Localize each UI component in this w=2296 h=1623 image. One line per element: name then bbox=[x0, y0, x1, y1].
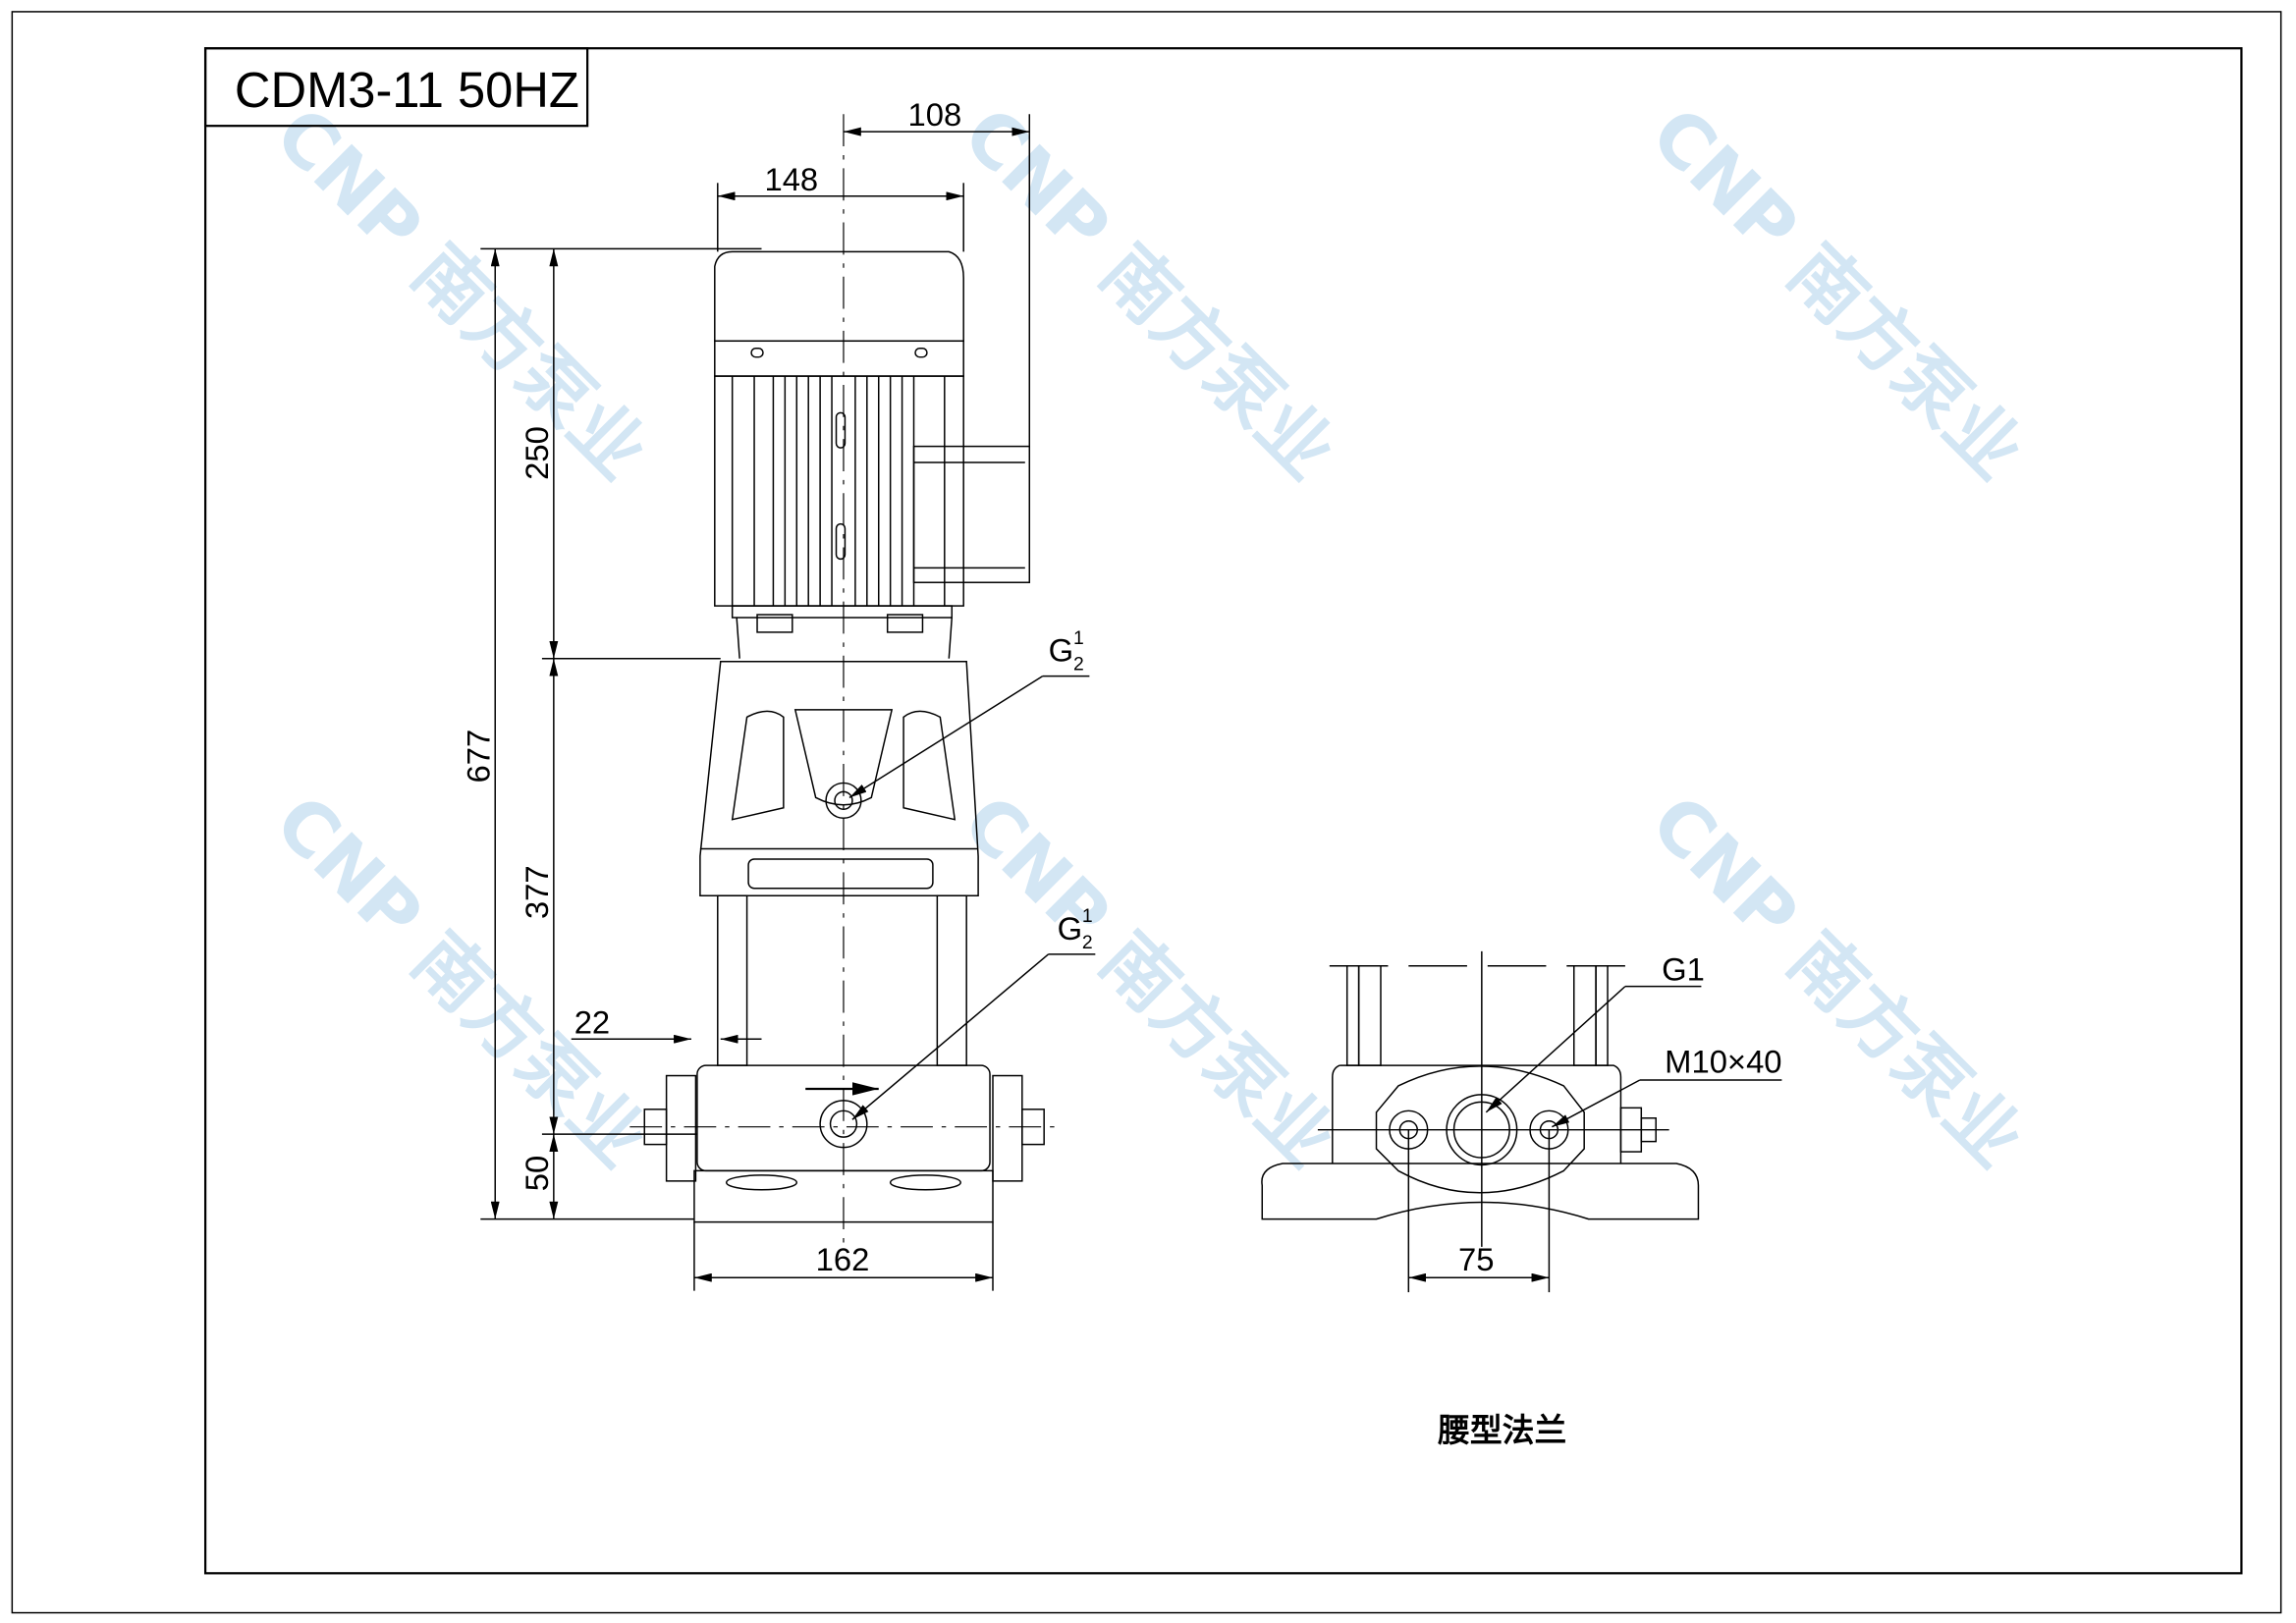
dim-377: 377 bbox=[519, 865, 555, 919]
watermark: CNP 南方泵业 bbox=[947, 91, 1351, 496]
svg-text:1: 1 bbox=[1082, 905, 1093, 927]
svg-text:2: 2 bbox=[1082, 932, 1093, 953]
svg-text:1: 1 bbox=[1073, 627, 1084, 649]
dim-50: 50 bbox=[519, 1156, 555, 1191]
flange-caption: 腰型法兰 bbox=[1438, 1412, 1566, 1449]
flange-side-view bbox=[1261, 950, 1700, 1247]
dim-148: 148 bbox=[764, 161, 818, 197]
watermark: CNP 南方泵业 bbox=[947, 779, 1351, 1183]
dim-22: 22 bbox=[574, 1003, 610, 1040]
flange-dimensions: 75 G1 M10×40 腰型法兰 bbox=[1407, 951, 1782, 1449]
flange-port-label: G1 bbox=[1662, 951, 1705, 988]
svg-text:G: G bbox=[1058, 910, 1083, 947]
outer-border bbox=[11, 11, 2282, 1614]
watermarks: CNP 南方泵业 CNP 南方泵业 CNP 南方泵业 CNP 南方泵业 CNP … bbox=[258, 91, 2039, 1184]
watermark: CNP 南方泵业 bbox=[258, 91, 663, 496]
dim-108: 108 bbox=[908, 96, 962, 133]
watermark: CNP 南方泵业 bbox=[1635, 91, 2040, 496]
dim-162: 162 bbox=[816, 1241, 870, 1277]
drawing-frame bbox=[203, 47, 2243, 1575]
vent-port-label: G 1 2 bbox=[1049, 627, 1084, 676]
drain-port-label: G 1 2 bbox=[1058, 905, 1093, 953]
drawing-title: CDM3-11 50HZ bbox=[235, 62, 579, 118]
dim-677: 677 bbox=[460, 730, 496, 784]
watermark: CNP 南方泵业 bbox=[258, 779, 663, 1183]
pump-front-view bbox=[629, 114, 1058, 1244]
front-dimensions: 108 148 677 250 377 50 22 162 G 1 2 bbox=[460, 96, 1096, 1291]
svg-text:G: G bbox=[1049, 632, 1074, 669]
dim-250: 250 bbox=[519, 426, 555, 480]
bolt-label: M10×40 bbox=[1665, 1044, 1781, 1080]
svg-text:2: 2 bbox=[1073, 654, 1084, 676]
title-box bbox=[203, 47, 589, 128]
dim-75: 75 bbox=[1458, 1241, 1494, 1277]
